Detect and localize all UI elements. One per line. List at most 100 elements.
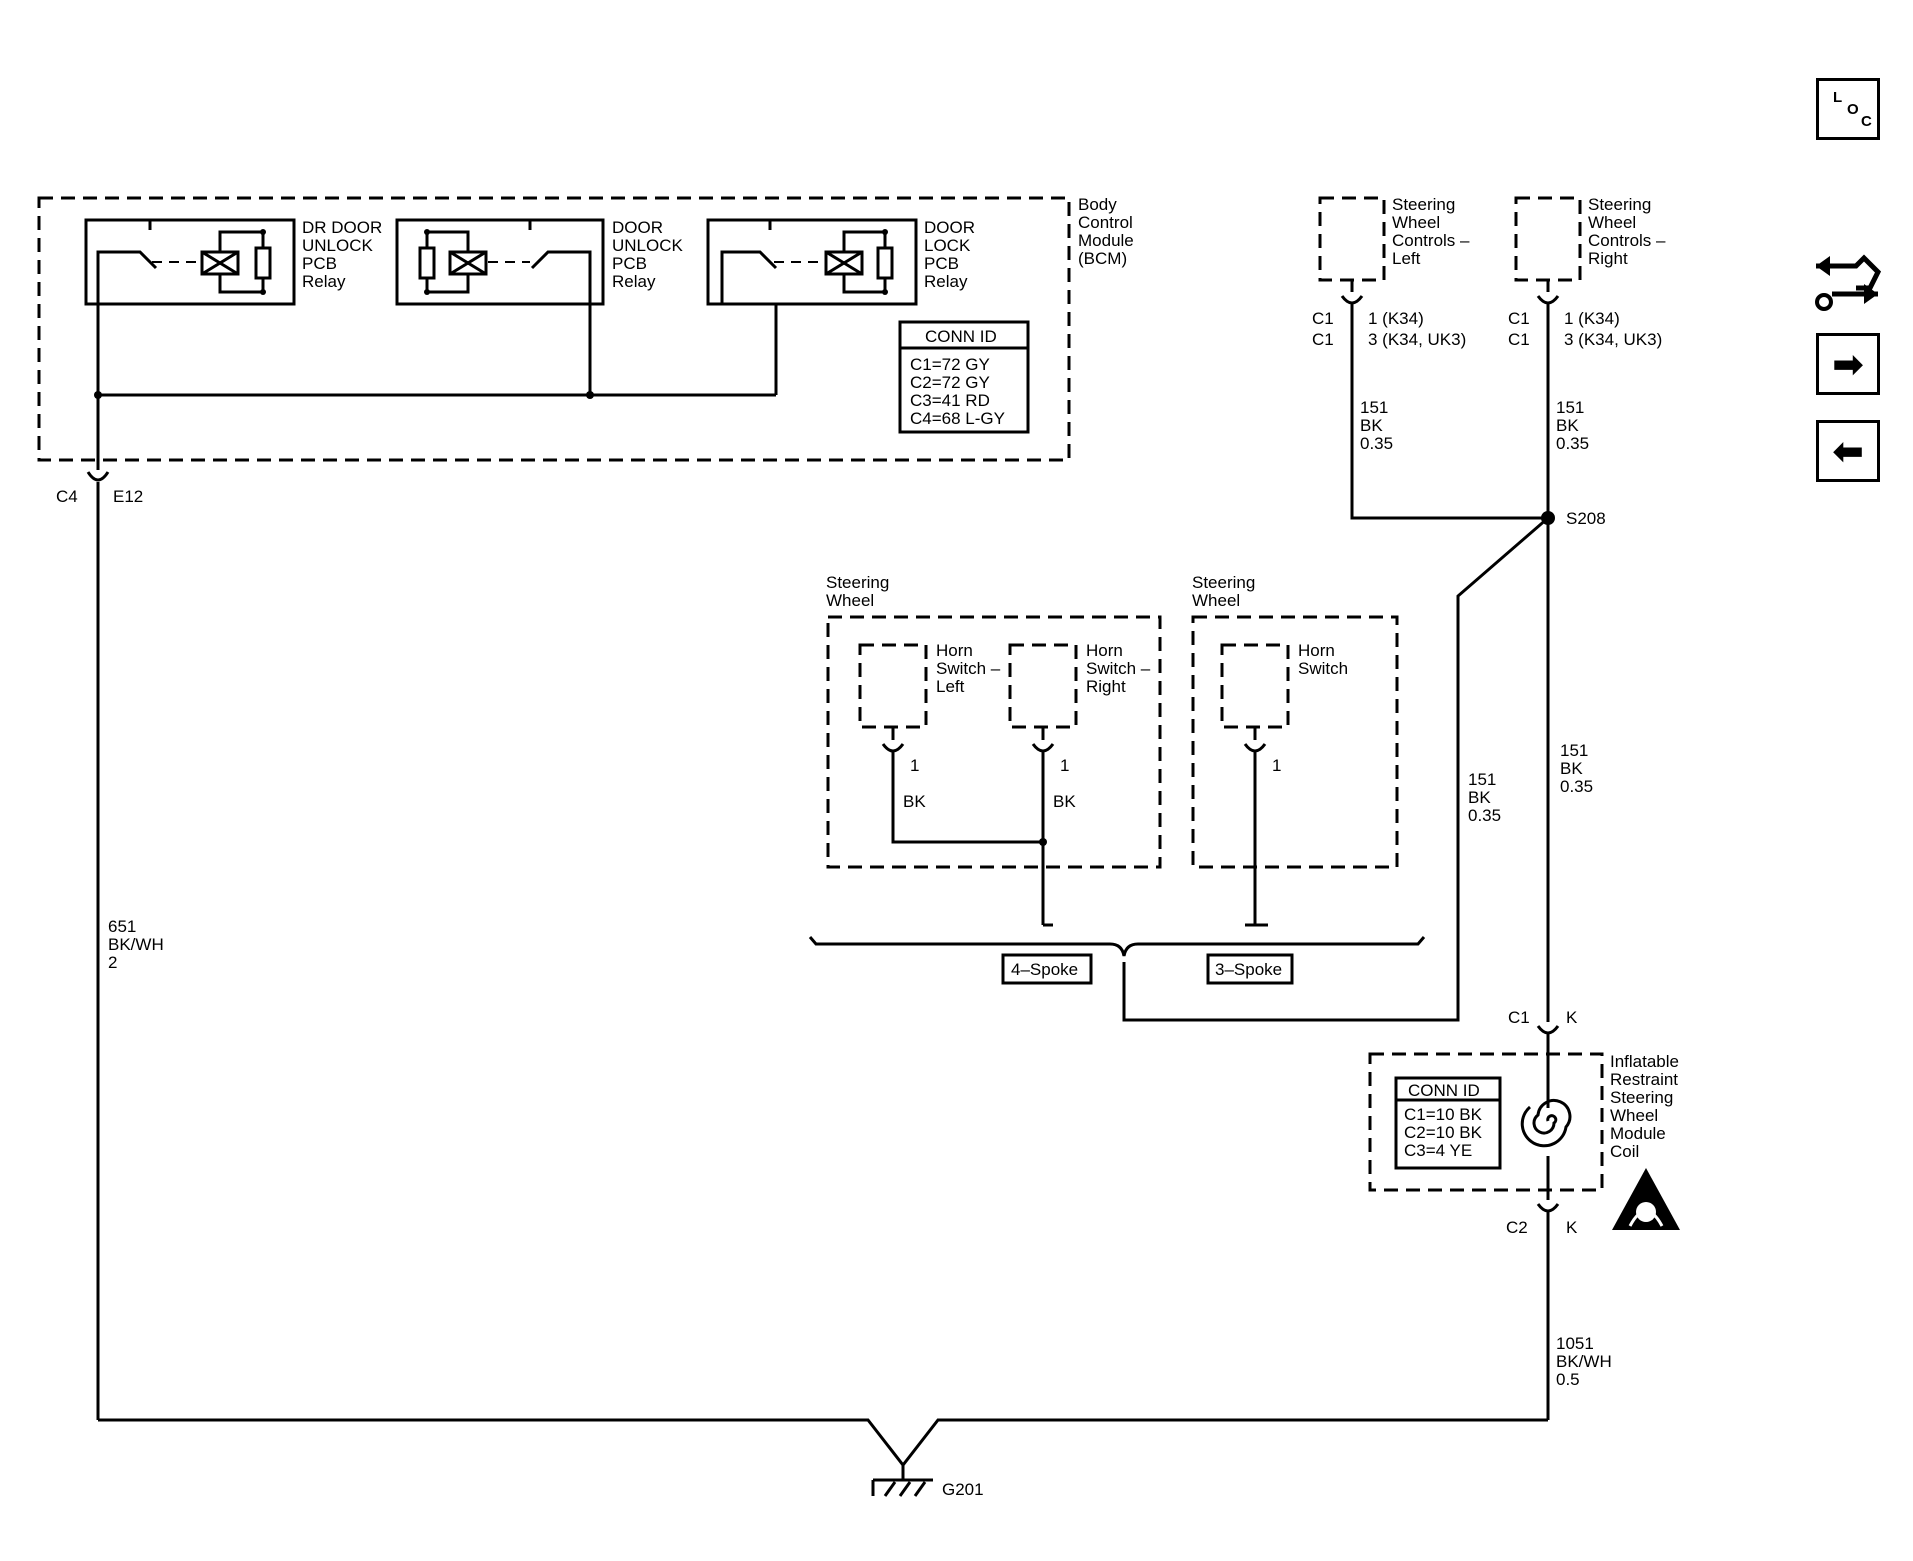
svg-text:C2=10 BK: C2=10 BK: [1404, 1123, 1483, 1142]
svg-text:DOOR: DOOR: [924, 218, 975, 237]
svg-text:0.5: 0.5: [1556, 1370, 1580, 1389]
svg-text:Steering: Steering: [1610, 1088, 1673, 1107]
svg-text:(BCM): (BCM): [1078, 249, 1127, 268]
door-lock-relay-label: DOOR LOCK PCB Relay: [924, 218, 975, 291]
horn-switch-left-box: [858, 643, 928, 729]
back-arrow-button[interactable]: ⬅: [1816, 420, 1880, 482]
tool-icon[interactable]: [1812, 248, 1884, 314]
steering-wheel-3-spoke-label: Steering Wheel: [1192, 573, 1255, 610]
svg-text:Switch: Switch: [1298, 659, 1348, 678]
svg-text:G201: G201: [942, 1480, 984, 1499]
svg-text:1 (K34): 1 (K34): [1564, 309, 1620, 328]
svg-text:Relay: Relay: [924, 272, 968, 291]
wire-151-right-label: 151 BK 0.35: [1556, 398, 1589, 453]
svg-text:LOCK: LOCK: [924, 236, 971, 255]
svg-text:C1: C1: [1508, 330, 1530, 349]
svg-text:C1=10 BK: C1=10 BK: [1404, 1105, 1483, 1124]
wire-151-left-label: 151 BK 0.35: [1360, 398, 1393, 453]
svg-text:E12: E12: [113, 487, 143, 506]
svg-text:Left: Left: [936, 677, 965, 696]
svg-text:Horn: Horn: [1086, 641, 1123, 660]
svg-text:PCB: PCB: [924, 254, 959, 273]
svg-text:BK: BK: [1468, 788, 1491, 807]
svg-text:0.35: 0.35: [1360, 434, 1393, 453]
svg-text:Horn: Horn: [936, 641, 973, 660]
svg-text:Steering: Steering: [1392, 195, 1455, 214]
svg-text:UNLOCK: UNLOCK: [302, 236, 374, 255]
swc-right-label: Steering Wheel Controls – Right: [1588, 195, 1666, 268]
svg-text:0.35: 0.35: [1556, 434, 1589, 453]
svg-text:UNLOCK: UNLOCK: [612, 236, 684, 255]
svg-text:Module: Module: [1610, 1124, 1666, 1143]
svg-text:Relay: Relay: [302, 272, 346, 291]
svg-text:CONN ID: CONN ID: [925, 327, 997, 346]
svg-text:Right: Right: [1588, 249, 1628, 268]
svg-text:K: K: [1566, 1008, 1578, 1027]
swc-left-box: [1318, 196, 1386, 282]
wire-651-label: 651 BK/WH 2: [108, 917, 164, 972]
swc-right-connector: C1 C1 1 (K34) 3 (K34, UK3): [1508, 280, 1662, 1022]
svg-text:C2: C2: [1506, 1218, 1528, 1237]
door-lock-relay: [706, 218, 918, 306]
horn-switch-right-wire: 1 BK: [1031, 727, 1076, 927]
svg-text:2: 2: [108, 953, 117, 972]
svg-text:Switch –: Switch –: [936, 659, 1001, 678]
swc-left-connector: C1 C1 1 (K34) 3 (K34, UK3): [1312, 280, 1548, 520]
svg-text:3–Spoke: 3–Spoke: [1215, 960, 1282, 979]
svg-text:K: K: [1566, 1218, 1578, 1237]
svg-text:1: 1: [1272, 756, 1281, 775]
steering-wheel-4-spoke-box: [826, 615, 1162, 869]
forward-arrow-button[interactable]: ➡: [1816, 333, 1880, 395]
svg-text:Steering: Steering: [1192, 573, 1255, 592]
svg-text:C3=41 RD: C3=41 RD: [910, 391, 990, 410]
coil-conn-id-table: CONN ID C1=10 BK C2=10 BK C3=4 YE: [1394, 1076, 1502, 1170]
horn-switch-left-wire: 1 BK: [881, 727, 1043, 844]
svg-text:BK: BK: [1053, 792, 1076, 811]
svg-text:BK/WH: BK/WH: [1556, 1352, 1612, 1371]
svg-text:4–Spoke: 4–Spoke: [1011, 960, 1078, 979]
bcm-connector-c4: C4 E12: [56, 471, 143, 1420]
steering-wheel-3-spoke-box: [1191, 615, 1399, 869]
svg-text:1 (K34): 1 (K34): [1368, 309, 1424, 328]
svg-text:PCB: PCB: [302, 254, 337, 273]
svg-text:Wheel: Wheel: [1610, 1106, 1658, 1125]
svg-text:1: 1: [1060, 756, 1069, 775]
bcm-ground-bus: [94, 304, 778, 470]
svg-text:151: 151: [1360, 398, 1388, 417]
splice-s208: S208: [1541, 509, 1606, 528]
svg-text:C2=72 GY: C2=72 GY: [910, 373, 990, 392]
wire-1051-label: 1051 BK/WH 0.5: [1556, 1334, 1612, 1389]
dr-door-unlock-relay-label: DR DOOR UNLOCK PCB Relay: [302, 218, 382, 291]
coil-top-connector: C1 K: [1508, 1008, 1578, 1100]
coil-box: [1368, 1052, 1604, 1192]
coil-bottom-connector: C2 K: [1506, 1175, 1578, 1420]
svg-text:Wheel: Wheel: [1392, 213, 1440, 232]
svg-text:151: 151: [1560, 741, 1588, 760]
horn-switch-wire: 1: [1243, 727, 1281, 927]
svg-text:Control: Control: [1078, 213, 1133, 232]
svg-text:CONN ID: CONN ID: [1408, 1081, 1480, 1100]
svg-text:C3=4 YE: C3=4 YE: [1404, 1141, 1472, 1160]
svg-text:Wheel: Wheel: [1192, 591, 1240, 610]
bcm-conn-id-table: CONN ID C1=72 GY C2=72 GY C3=41 RD C4=68…: [898, 320, 1030, 434]
svg-text:3 (K34, UK3): 3 (K34, UK3): [1368, 330, 1466, 349]
bcm-box: [37, 196, 1071, 462]
svg-text:BK/WH: BK/WH: [108, 935, 164, 954]
svg-text:C1: C1: [1312, 330, 1334, 349]
svg-text:DOOR: DOOR: [612, 218, 663, 237]
back-arrow-icon: ⬅: [1832, 429, 1864, 473]
svg-text:C4: C4: [56, 487, 78, 506]
svg-text:Steering: Steering: [826, 573, 889, 592]
svg-text:Switch –: Switch –: [1086, 659, 1151, 678]
svg-text:Controls –: Controls –: [1392, 231, 1470, 250]
svg-text:Controls –: Controls –: [1588, 231, 1666, 250]
svg-text:PCB: PCB: [612, 254, 647, 273]
svg-text:Relay: Relay: [612, 272, 656, 291]
svg-text:BK: BK: [903, 792, 926, 811]
swc-right-box: [1514, 196, 1582, 282]
svg-text:BK: BK: [1560, 759, 1583, 778]
svg-text:Module: Module: [1078, 231, 1134, 250]
location-view-button[interactable]: L O C: [1816, 78, 1880, 140]
svg-text:Left: Left: [1392, 249, 1421, 268]
